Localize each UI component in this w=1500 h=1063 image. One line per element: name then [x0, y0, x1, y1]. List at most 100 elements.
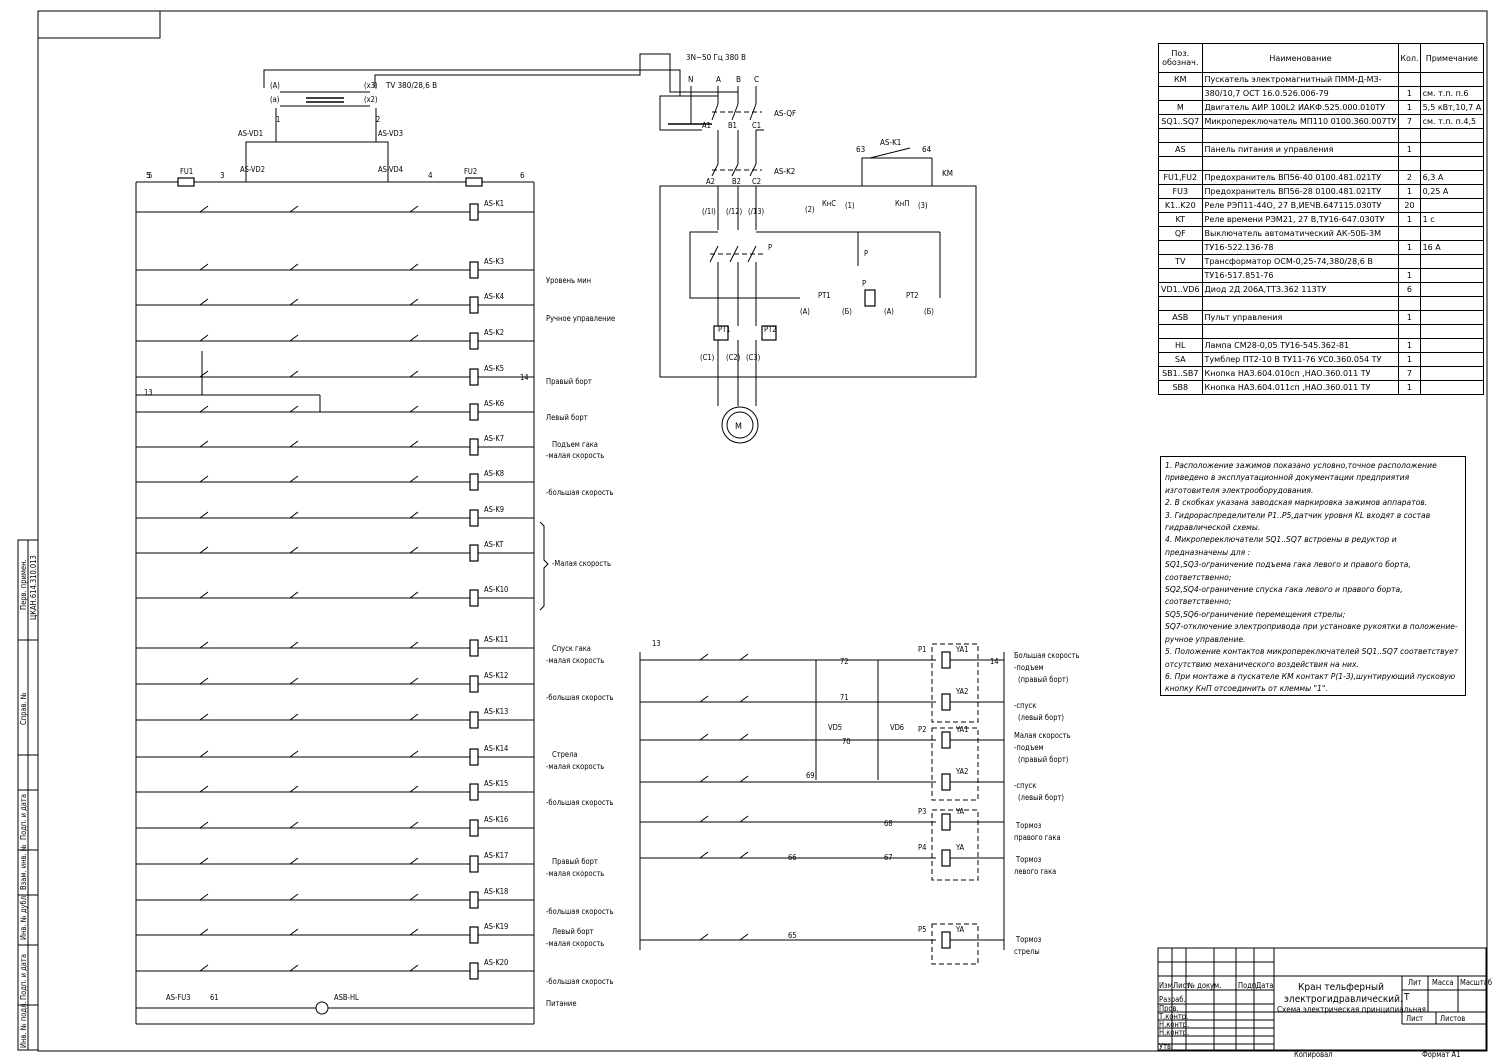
- parts-note: [1419, 156, 1485, 171]
- wire: [409, 964, 419, 972]
- relay-coil: [469, 296, 479, 314]
- valve-label-p1-4: -спуск: [1014, 701, 1036, 710]
- label-low-speed-kt: -Малая скорость: [552, 559, 611, 568]
- wire-label: 66: [788, 853, 797, 862]
- svg-text:(A): (A): [270, 81, 280, 90]
- relay-coil: [469, 589, 479, 607]
- svg-text:3: 3: [220, 171, 225, 180]
- parts-note: 5,5 кВт,10,7 А: [1419, 100, 1485, 115]
- parts-pos: K1..K20: [1158, 198, 1203, 213]
- label-high-speed-1: -большая скорость: [546, 488, 613, 497]
- wire-label: P3: [918, 807, 926, 816]
- wire: [409, 405, 419, 413]
- relay-coil: [469, 261, 479, 279]
- parts-qty: 1: [1398, 240, 1421, 255]
- parts-note: [1419, 338, 1485, 353]
- label-high-speed-2: -большая скорость: [546, 693, 613, 702]
- parts-pos: HL: [1158, 338, 1203, 353]
- parts-pos: [1158, 296, 1203, 311]
- parts-pos: FU3: [1158, 184, 1203, 199]
- parts-name: Тумблер ПТ2-10 В ТУ11-76 УС0.360.054 ТУ: [1201, 352, 1400, 367]
- valve-label-p1-5: (левый борт): [1018, 713, 1064, 722]
- parts-name: ТУ16-517.851-76: [1201, 268, 1400, 283]
- svg-text:A1: A1: [702, 121, 711, 130]
- wire-label: AS-K13: [484, 707, 508, 716]
- wire: [289, 205, 299, 213]
- label-low-speed-3: -малая скорость: [546, 762, 604, 771]
- parts-note: 1 с: [1419, 212, 1485, 227]
- label-left-side-2: Левый борт: [552, 927, 594, 936]
- parts-qty: 1: [1398, 86, 1421, 101]
- svg-text:63: 63: [856, 145, 865, 154]
- wire: [289, 475, 299, 483]
- wire: [199, 857, 209, 865]
- wire: [289, 405, 299, 413]
- wire-label: 72: [840, 657, 849, 666]
- wire-label: AS-K2: [484, 328, 504, 337]
- wire: [409, 893, 419, 901]
- relay-coil: [469, 639, 479, 657]
- motor: М: [721, 406, 759, 444]
- parts-note: 6,3 А: [1419, 170, 1485, 185]
- relay-coil: [469, 855, 479, 873]
- wire: [409, 857, 419, 865]
- wire: [409, 475, 419, 483]
- parts-qty: [1398, 296, 1421, 311]
- wire-label: 71: [840, 693, 849, 702]
- relay-coil: [469, 438, 479, 456]
- label-high-speed-4: -большая скорость: [546, 907, 613, 916]
- note-line: 3. Гидрораспределители Р1..Р5,датчик уро…: [1165, 510, 1431, 533]
- parts-name: Микропереключатель МП110 0100.360.007ТУ: [1201, 114, 1400, 129]
- title-line-3: Схема электрическая принципиальная: [1277, 1005, 1426, 1014]
- wire-label: AS-KT: [484, 540, 504, 549]
- parts-pos: SA: [1158, 352, 1203, 367]
- control-ladder: AS-K1AS-K3AS-K4AS-K2AS-K5AS-K6AS-K7AS-K8…: [136, 171, 1004, 1015]
- wire-label: YA2: [955, 687, 968, 696]
- parts-pos: [1158, 268, 1203, 283]
- svg-text:AS-VD3: AS-VD3: [378, 129, 403, 138]
- svg-text:A2: A2: [706, 177, 715, 186]
- parts-qty: 7: [1398, 366, 1421, 381]
- wire-label: AS-K16: [484, 815, 508, 824]
- parts-name: Панель питания и управления: [1201, 142, 1400, 157]
- note-line: 6. При монтаже в пускателе КМ контакт Р(…: [1165, 671, 1456, 694]
- label-boom: Стрела: [552, 750, 578, 759]
- wire: [199, 334, 209, 342]
- svg-text:FU2: FU2: [464, 167, 477, 176]
- wire: [739, 775, 749, 783]
- svg-text:AS-VD1: AS-VD1: [238, 129, 263, 138]
- starter-km-box: KM (/1l)(/12)(/13) P (2) КнС (1) КнП (3)…: [659, 138, 977, 406]
- parts-pos: [1158, 240, 1203, 255]
- wire: [409, 591, 419, 599]
- wire: [289, 298, 299, 306]
- wire-label: YA2: [955, 767, 968, 776]
- side-label-replace: Взам. инв. №: [19, 844, 28, 890]
- wire-label: 65: [788, 931, 797, 940]
- wire-label: YA: [955, 925, 965, 934]
- label-right-side-2: Правый борт: [552, 857, 598, 866]
- parts-pos: QF: [1158, 226, 1203, 241]
- svg-text:5: 5: [146, 171, 151, 180]
- parts-pos: [1158, 324, 1203, 339]
- valve-label-brake-b1: Тормоз: [1015, 935, 1042, 944]
- wire: [289, 334, 299, 342]
- parts-pos: SB1..SB7: [1158, 366, 1203, 381]
- wire-label: YA1: [955, 725, 968, 734]
- svg-text:(/1l): (/1l): [702, 207, 716, 216]
- wire-label: AS-K8: [484, 469, 504, 478]
- wire: [289, 511, 299, 519]
- wire: [199, 964, 209, 972]
- parts-qty: 1: [1398, 184, 1421, 199]
- parts-pos: КМ: [1158, 72, 1203, 87]
- parts-name: Диод 2Д 206А,ТТЗ.362 113ТУ: [1201, 282, 1400, 297]
- relay-coil: [941, 773, 951, 791]
- wire-label: AS-K17: [484, 851, 508, 860]
- side-label-dup: Инв. № дубл.: [19, 894, 28, 940]
- svg-text:2: 2: [376, 115, 380, 124]
- wire: [409, 370, 419, 378]
- parts-note: [1419, 198, 1485, 213]
- wire: [199, 475, 209, 483]
- parts-note: [1419, 226, 1485, 241]
